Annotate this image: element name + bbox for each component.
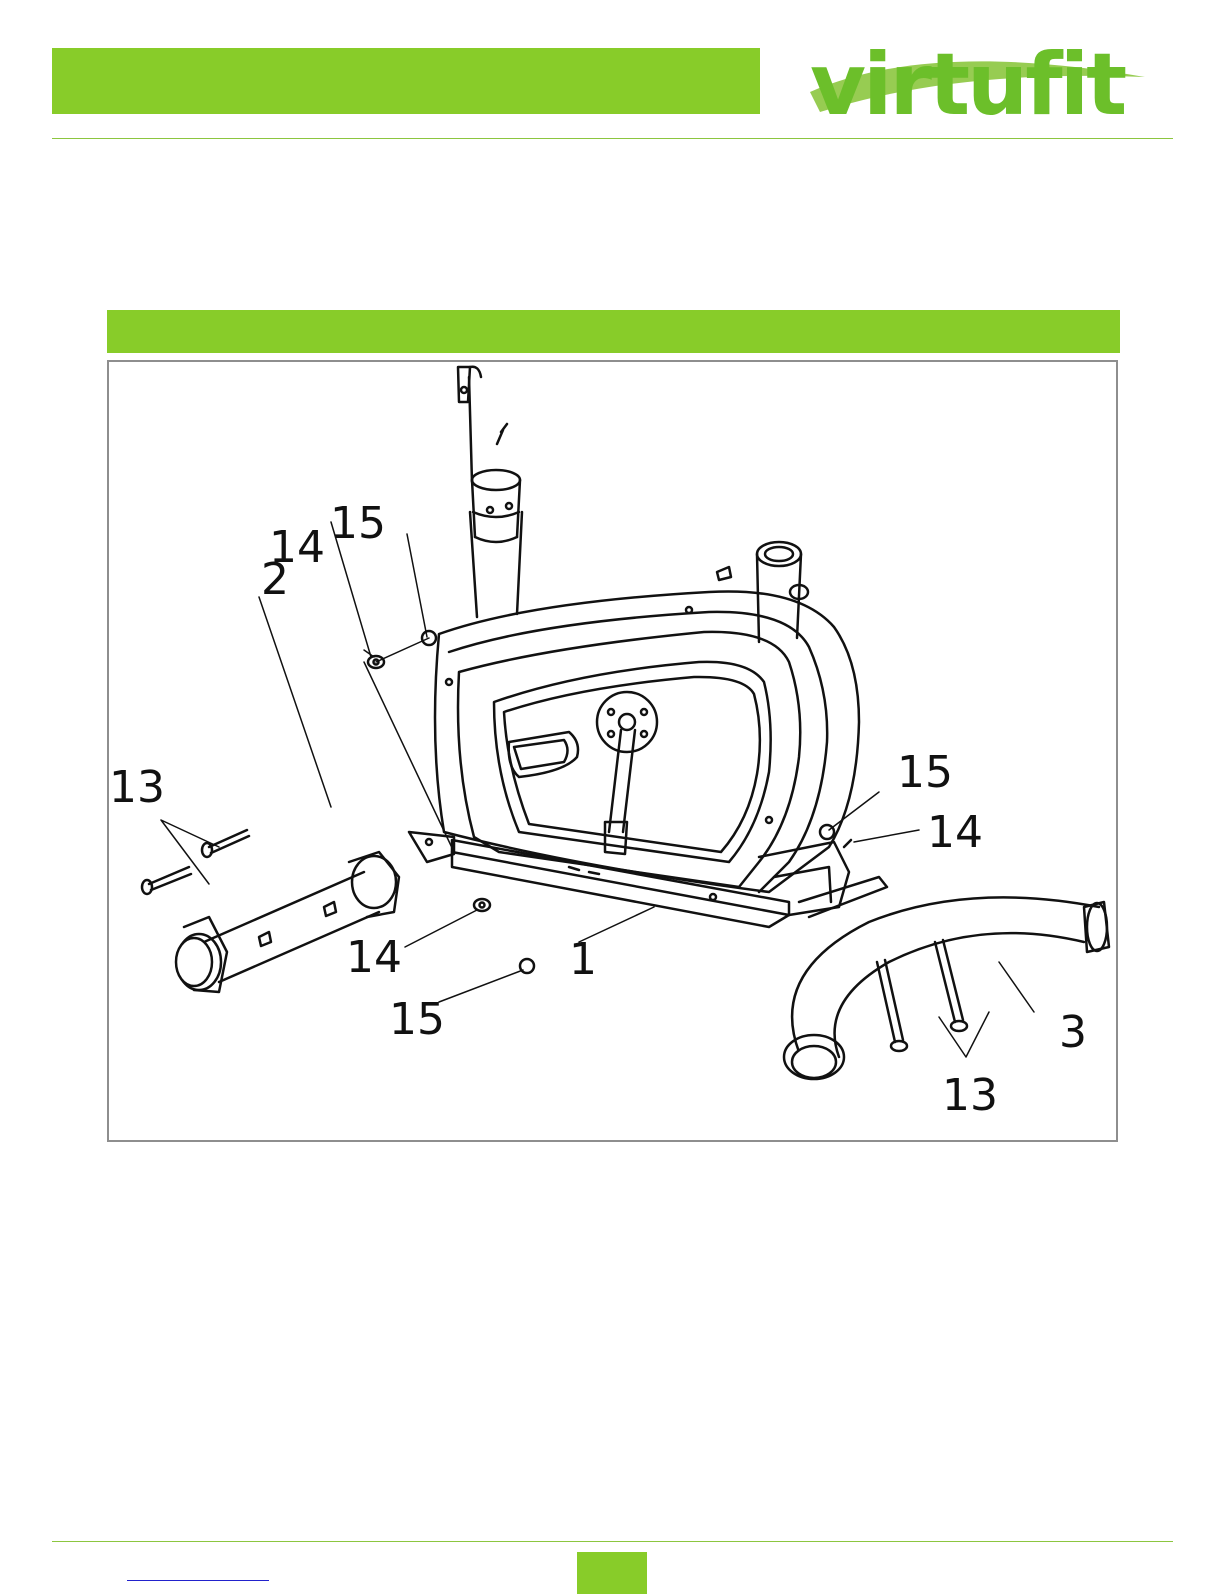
page-number-box — [577, 1552, 647, 1594]
callout-15-bottom: 15 — [389, 994, 445, 1045]
virtufit-logo: virtufit — [800, 22, 1160, 132]
callout-15-top: 15 — [330, 498, 386, 549]
assembly-diagram: 2 13 14 15 14 15 1 15 14 3 13 — [107, 360, 1118, 1142]
svg-text:virtufit: virtufit — [810, 35, 1126, 132]
flywheel-housing — [435, 591, 859, 900]
callout-13-right: 13 — [942, 1070, 998, 1121]
callout-13-left: 13 — [109, 762, 165, 813]
header-bar — [52, 48, 760, 114]
callout-3: 3 — [1059, 1007, 1087, 1058]
callout-14-right: 14 — [927, 807, 983, 858]
callout-14-bottom: 14 — [346, 932, 402, 983]
callout-14-top: 14 — [269, 522, 325, 573]
callout-1: 1 — [569, 934, 597, 985]
main-frame-base — [409, 832, 887, 927]
bolts-left — [142, 830, 249, 894]
section-heading-bar — [107, 310, 1120, 353]
header-divider — [52, 138, 1173, 139]
seat-post — [458, 367, 522, 617]
footer-link[interactable] — [127, 1580, 269, 1581]
bolts-right — [877, 940, 967, 1051]
callout-15-right: 15 — [897, 747, 953, 798]
footer-divider — [52, 1541, 1173, 1542]
